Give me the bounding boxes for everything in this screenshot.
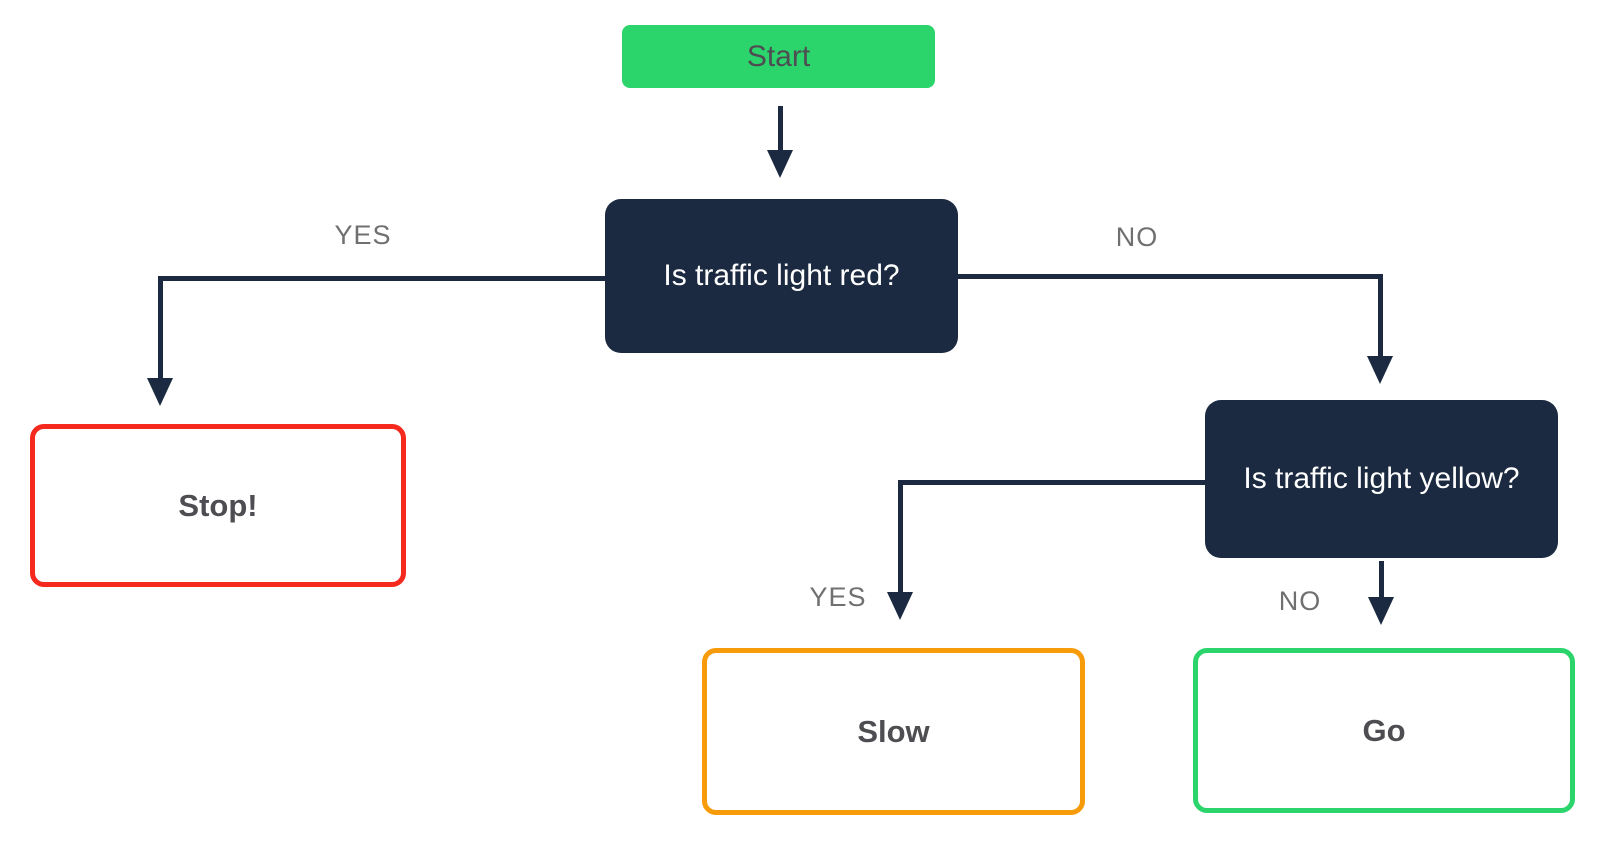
edge-red-yes-hline — [158, 276, 605, 281]
node-stop-label: Stop! — [178, 487, 258, 523]
node-outcome-stop: Stop! — [30, 424, 406, 587]
edge-label-yellow-no: NO — [1278, 586, 1322, 616]
node-decision-traffic-light-red: Is traffic light red? — [605, 199, 958, 353]
edge-yellow-no-arrowhead-icon — [1368, 597, 1394, 625]
edge-label-red-no: NO — [1115, 222, 1159, 252]
edge-label-red-yes: YES — [334, 220, 392, 250]
edge-red-yes-vline — [158, 276, 163, 380]
edge-label-yellow-yes: YES — [809, 582, 867, 612]
edge-red-no-hline — [958, 274, 1383, 279]
node-go-label: Go — [1362, 712, 1406, 748]
node-decision-yellow-label: Is traffic light yellow? — [1243, 462, 1520, 495]
edge-yellow-yes-arrowhead-icon — [887, 592, 913, 620]
edge-start-to-red-arrowhead-icon — [767, 150, 793, 178]
edge-yellow-no-vline — [1379, 561, 1384, 599]
edge-start-to-red-line — [778, 106, 783, 152]
node-decision-red-label: Is traffic light red? — [663, 259, 900, 292]
edge-red-no-vline — [1378, 274, 1383, 358]
node-slow-label: Slow — [857, 713, 930, 749]
node-decision-traffic-light-yellow: Is traffic light yellow? — [1205, 400, 1558, 558]
edge-yellow-yes-hline — [898, 480, 1205, 485]
node-outcome-slow: Slow — [702, 648, 1085, 815]
edge-yellow-yes-vline — [898, 480, 903, 594]
node-start-label: Start — [746, 39, 811, 73]
node-outcome-go: Go — [1193, 648, 1575, 813]
node-start: Start — [622, 25, 935, 88]
edge-red-no-arrowhead-icon — [1367, 356, 1393, 384]
edge-red-yes-arrowhead-icon — [147, 378, 173, 406]
